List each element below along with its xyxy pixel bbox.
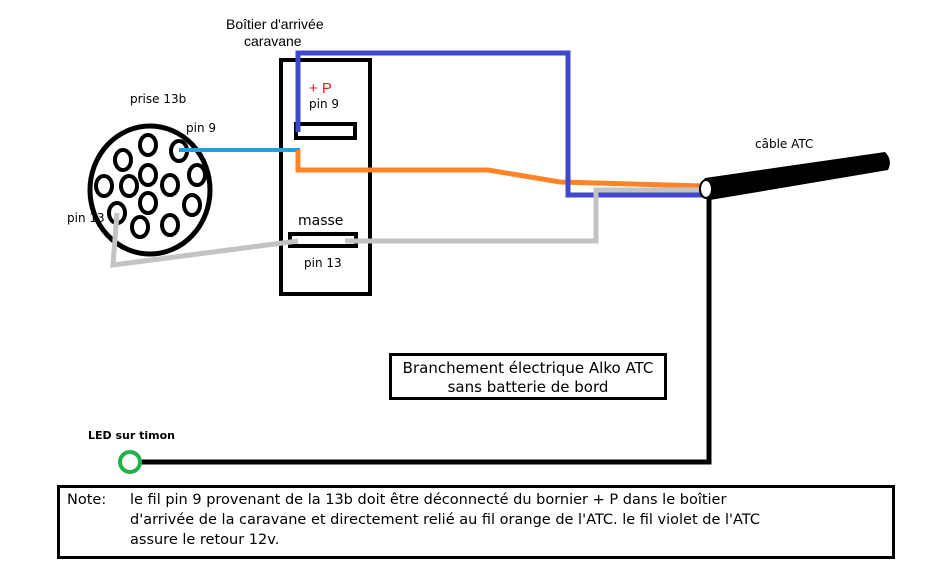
title-line: sans batterie de bord [447, 378, 609, 396]
plus-p-label: + P [309, 80, 332, 97]
masse-label: masse [298, 213, 344, 229]
socket-pin [130, 215, 150, 239]
socket-pin [119, 174, 139, 198]
violet-wire [295, 50, 705, 198]
boitier-label-line1: Boîtier d'arrivée [226, 16, 324, 32]
note-label: Note: [67, 492, 107, 508]
junction-box [279, 58, 372, 296]
atc-cable [699, 152, 890, 200]
note-text: le fil pin 9 provenant de la 13b doit êt… [130, 490, 760, 550]
terminal-plus-p [294, 122, 357, 140]
ground-wire-right [345, 187, 705, 244]
led-wire [140, 195, 712, 465]
note-line: le fil pin 9 provenant de la 13b doit êt… [130, 492, 727, 508]
socket-pin [138, 133, 158, 157]
orange-wire [295, 150, 706, 189]
note-line: d'arrivée de la caravane et directement … [130, 512, 760, 528]
box-pin13-label: pin 13 [304, 256, 342, 270]
socket-outline [87, 123, 213, 257]
led-label: LED sur timon [88, 429, 175, 442]
ground-wire-left [110, 212, 299, 268]
socket-pin [182, 193, 202, 217]
socket-pin [113, 148, 133, 172]
box-pin9-label: pin 9 [309, 97, 340, 111]
socket-pin [94, 174, 114, 198]
note-box: Note: le fil pin 9 provenant de la 13b d… [57, 485, 895, 559]
led-icon [118, 450, 142, 474]
diagram-title-box: Branchement électrique Alko ATC sans bat… [389, 353, 667, 400]
socket-pin [160, 173, 180, 197]
socket-pin [138, 191, 158, 215]
socket-pin [138, 163, 158, 187]
title-line: Branchement électrique Alko ATC [402, 359, 654, 377]
prise-label: prise 13b [130, 92, 187, 106]
boitier-label-line2: caravane [244, 33, 302, 49]
socket-pin [160, 213, 180, 237]
socket-13b [87, 123, 213, 257]
socket-pin [187, 163, 207, 187]
cable-atc-label: câble ATC [755, 137, 814, 151]
socket-pin9-label: pin 9 [186, 121, 217, 135]
socket-pin13-label: pin 13 [67, 211, 105, 225]
note-line: assure le retour 12v. [130, 532, 280, 548]
